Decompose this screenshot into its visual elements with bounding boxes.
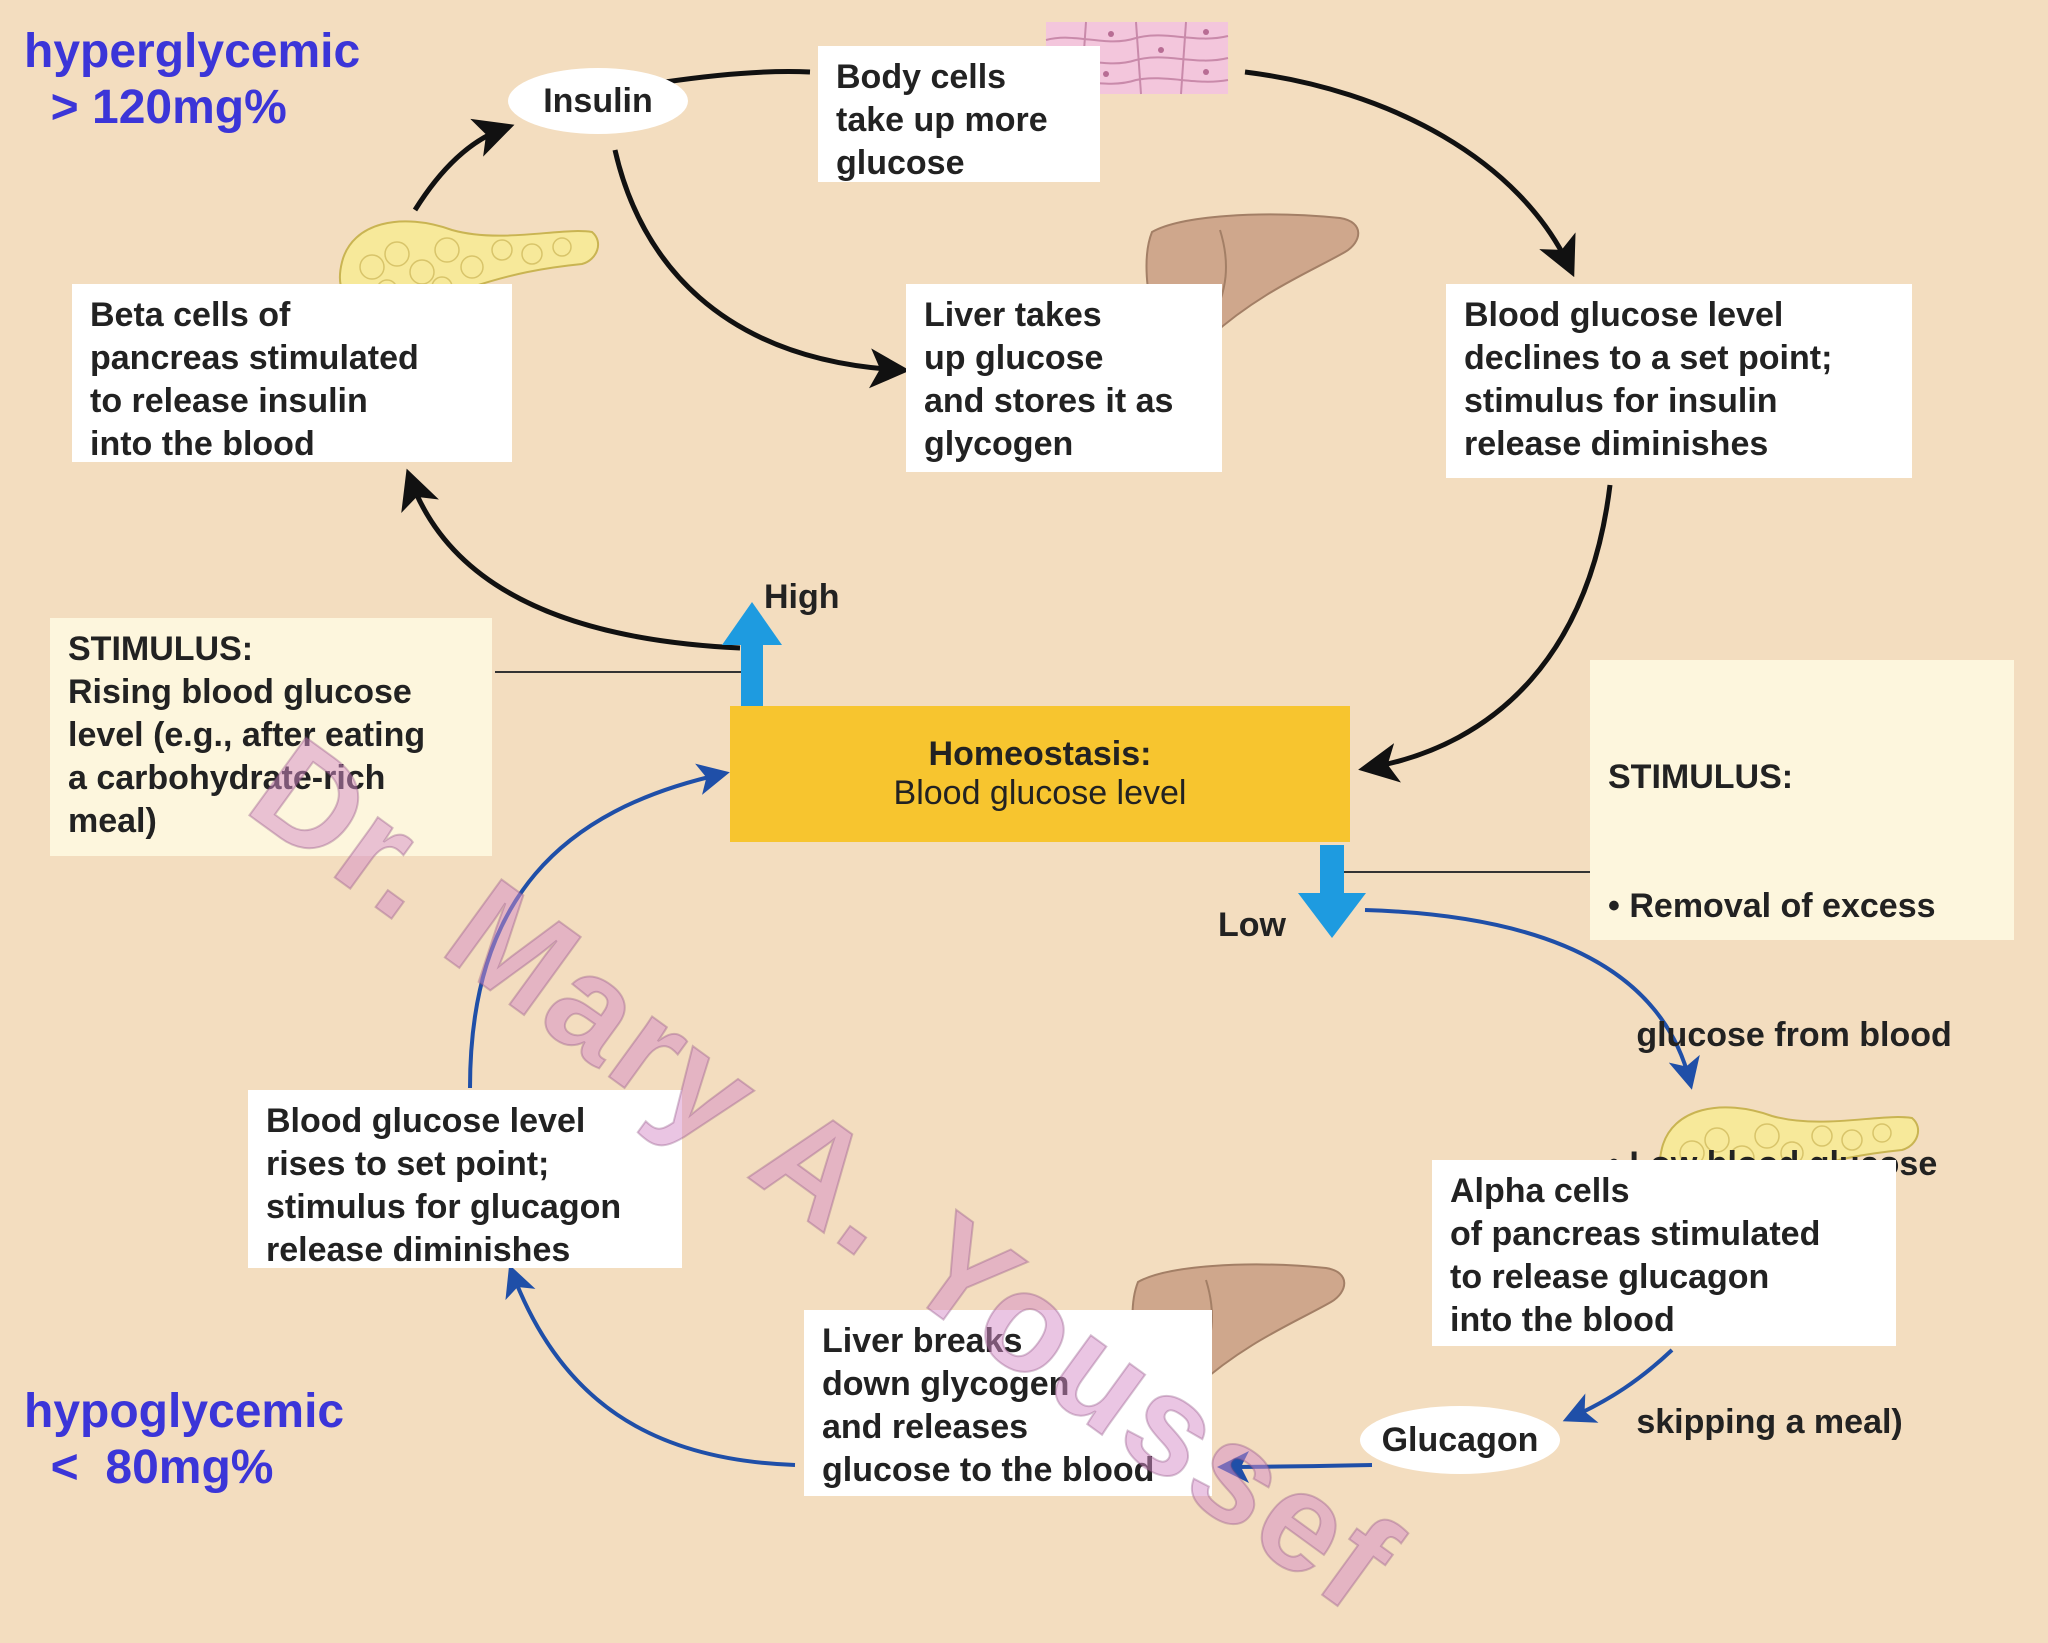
box-line: level (e.g., after eating	[68, 716, 426, 754]
box-line: a carbohydrate-rich	[68, 759, 386, 797]
arrow-glucagon-to-liver	[1217, 1450, 1373, 1483]
box-line: up glucose	[924, 339, 1104, 377]
stimulus-low-box: STIMULUS: • Removal of excess glucose fr…	[1590, 660, 2014, 1441]
box-line: take up more	[836, 101, 1048, 139]
box-line: of pancreas stimulated	[1450, 1215, 1821, 1253]
level-arrow-high	[722, 602, 782, 715]
box-line: and stores it as	[924, 382, 1174, 420]
box-line: to release insulin	[90, 382, 368, 420]
box-line: stimulus for glucagon	[266, 1188, 622, 1226]
arrow-insulin-to-liver	[612, 149, 910, 389]
rises-box: Blood glucose level rises to set point; …	[248, 1090, 682, 1269]
homeostasis-subtitle: Blood glucose level	[893, 774, 1187, 812]
box-line: STIMULUS:	[68, 630, 254, 668]
box-line: pancreas stimulated	[90, 339, 419, 377]
box-line: glycogen	[924, 425, 1074, 463]
insulin-oval: Insulin	[508, 68, 688, 134]
hyperglycemic-label: hyperglycemic > 120mg%	[24, 24, 360, 136]
box-line: Rising blood glucose	[68, 673, 412, 711]
box-line: glucose	[836, 144, 965, 182]
body-cells-box: Body cells take up more glucose	[818, 46, 1100, 182]
declines-box: Blood glucose level declines to a set po…	[1446, 284, 1912, 478]
arrow-low-to-alpha	[1364, 908, 1700, 1090]
homeostasis-title: Homeostasis:	[928, 735, 1152, 773]
alpha-cells-box: Alpha cells of pancreas stimulated to re…	[1432, 1160, 1896, 1346]
box-line: declines to a set point;	[1464, 339, 1833, 377]
hyperglycemic-title: hyperglycemic	[24, 25, 361, 78]
box-line: Alpha cells	[1450, 1172, 1630, 1210]
liver-takes-box: Liver takes up glucose and stores it as …	[906, 284, 1222, 472]
box-line: Blood glucose level	[266, 1102, 586, 1140]
hypoglycemic-threshold: < 80mg%	[24, 1441, 274, 1494]
box-line: to release glucagon	[1450, 1258, 1770, 1296]
box-line: down glycogen	[822, 1365, 1070, 1403]
arrow-declines-to-homeostasis	[1358, 484, 1613, 783]
box-line: glucose from blood	[1608, 1016, 1952, 1054]
arrow-alpha-to-glucagon	[1562, 1348, 1674, 1423]
box-line: glucose to the blood	[822, 1451, 1155, 1489]
hyperglycemic-threshold: > 120mg%	[24, 81, 287, 134]
box-line: Blood glucose level	[1464, 296, 1784, 334]
box-line: Liver takes	[924, 296, 1102, 334]
liver-breaks-box: Liver breaks down glycogen and releases …	[804, 1310, 1212, 1496]
arrow-liver-to-rises	[505, 1264, 796, 1467]
arrow-beta-to-insulin	[412, 118, 515, 212]
hypoglycemic-title: hypoglycemic	[24, 1385, 345, 1438]
beta-cells-box: Beta cells of pancreas stimulated to rel…	[72, 284, 512, 463]
glucagon-pathway-arrows	[468, 763, 1700, 1483]
low-label: Low	[1218, 906, 1286, 944]
box-line: Beta cells of	[90, 296, 291, 334]
hypoglycemic-label: hypoglycemic < 80mg%	[24, 1384, 344, 1496]
box-line: into the blood	[90, 425, 315, 463]
box-line: and releases	[822, 1408, 1029, 1446]
homeostasis-box: Homeostasis: Blood glucose level	[730, 706, 1350, 842]
box-line: into the blood	[1450, 1301, 1675, 1339]
box-line: release diminishes	[1464, 425, 1769, 463]
box-line: Body cells	[836, 58, 1007, 96]
arrow-high-to-beta	[401, 468, 741, 651]
box-line: Liver breaks	[822, 1322, 1023, 1360]
insulin-pathway-arrows	[401, 68, 1613, 783]
box-line: release diminishes	[266, 1231, 571, 1269]
box-line: • Removal of excess	[1608, 887, 1936, 925]
arrow-bodycells-to-declines	[1244, 69, 1576, 278]
box-line: rises to set point;	[266, 1145, 550, 1183]
glucose-homeostasis-diagram: hyperglycemic > 120mg% hypoglycemic < 80…	[24, 21, 2014, 1642]
arrow-insulin-to-bodycells	[664, 68, 811, 85]
high-label: High	[764, 578, 840, 616]
box-line: stimulus for insulin	[1464, 382, 1778, 420]
stimulus-high-box: STIMULUS: Rising blood glucose level (e.…	[50, 618, 492, 856]
box-line: meal)	[68, 802, 157, 840]
level-arrow-low	[1298, 845, 1366, 938]
box-line: skipping a meal)	[1608, 1403, 1903, 1441]
glucagon-oval: Glucagon	[1360, 1406, 1560, 1474]
box-line: STIMULUS:	[1608, 758, 1794, 796]
arrow-rises-to-homeostasis	[468, 763, 730, 1089]
